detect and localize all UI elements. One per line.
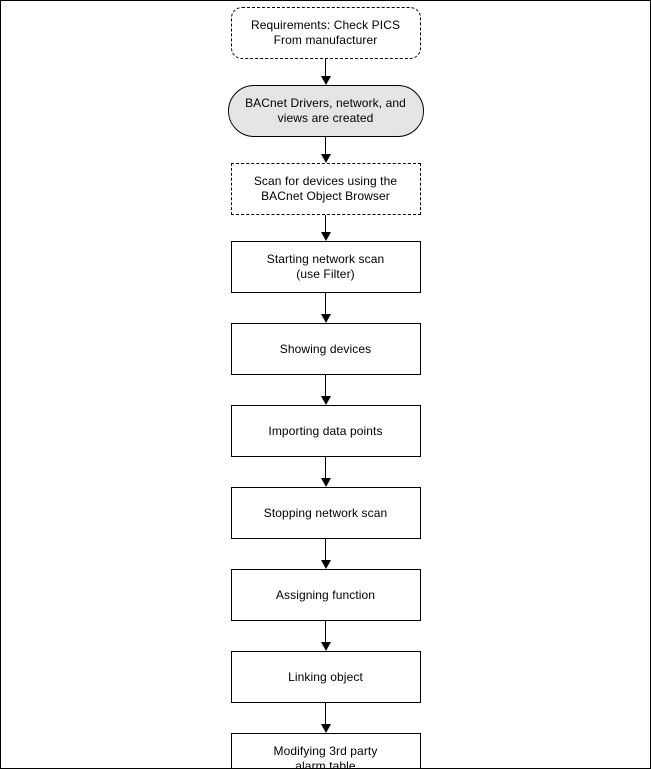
connector-line (325, 215, 326, 234)
connector-line (325, 539, 326, 562)
flow-node-drivers-created[interactable]: BACnet Drivers, network, and views are c… (227, 85, 424, 137)
connector-line (325, 621, 326, 644)
flow-connector-scan-to-starting (319, 215, 333, 241)
flow-node-requirements[interactable]: Requirements: Check PICS From manufactur… (230, 7, 421, 59)
flow-node-label: Stopping network scan (263, 505, 388, 520)
flow-node-modifying-alarm-table[interactable]: Modifying 3rd party alarm table (230, 733, 421, 769)
flow-node-label: Scan for devices using the BACnet Object… (253, 174, 398, 203)
flow-node-label: Modifying 3rd party alarm table (273, 744, 378, 769)
arrowhead-down-icon (320, 396, 331, 405)
arrowhead-down-icon (320, 560, 331, 569)
flow-connector-linking-to-modifying (319, 703, 333, 733)
connector-line (325, 59, 326, 78)
arrowhead-down-icon (320, 232, 331, 241)
connector-line (325, 293, 326, 316)
arrowhead-down-icon (320, 642, 331, 651)
connector-line (325, 457, 326, 480)
flow-node-importing-data-points[interactable]: Importing data points (230, 405, 421, 457)
flow-connector-starting-to-showing (319, 293, 333, 323)
flow-node-label: BACnet Drivers, network, and views are c… (245, 96, 406, 125)
flow-node-label: Requirements: Check PICS From manufactur… (250, 18, 401, 47)
arrowhead-down-icon (320, 154, 331, 163)
arrowhead-down-icon (320, 314, 331, 323)
flow-node-linking-object[interactable]: Linking object (230, 651, 421, 703)
flow-node-assigning-function[interactable]: Assigning function (230, 569, 421, 621)
flow-node-scan-devices[interactable]: Scan for devices using the BACnet Object… (230, 163, 421, 215)
flow-node-showing-devices[interactable]: Showing devices (230, 323, 421, 375)
flow-connector-requirements-to-drivers (319, 59, 333, 85)
arrowhead-down-icon (320, 724, 331, 733)
connector-line (325, 703, 326, 726)
flow-connector-importing-to-stopping (319, 457, 333, 487)
flow-connector-assigning-to-linking (319, 621, 333, 651)
flow-connector-stopping-to-assigning (319, 539, 333, 569)
flow-node-label: Showing devices (279, 341, 372, 356)
flow-node-label: Linking object (288, 669, 363, 684)
flow-connector-showing-to-importing (319, 375, 333, 405)
flow-node-label: Starting network scan (use Filter) (266, 252, 385, 281)
flow-node-label: Assigning function (275, 587, 376, 602)
connector-line (325, 375, 326, 398)
flow-node-label: Importing data points (268, 423, 383, 438)
arrowhead-down-icon (320, 478, 331, 487)
flow-node-starting-network-scan[interactable]: Starting network scan (use Filter) (230, 241, 421, 293)
arrowhead-down-icon (320, 76, 331, 85)
flow-node-stopping-network-scan[interactable]: Stopping network scan (230, 487, 421, 539)
flow-connector-drivers-to-scan (319, 137, 333, 163)
connector-line (325, 137, 326, 156)
